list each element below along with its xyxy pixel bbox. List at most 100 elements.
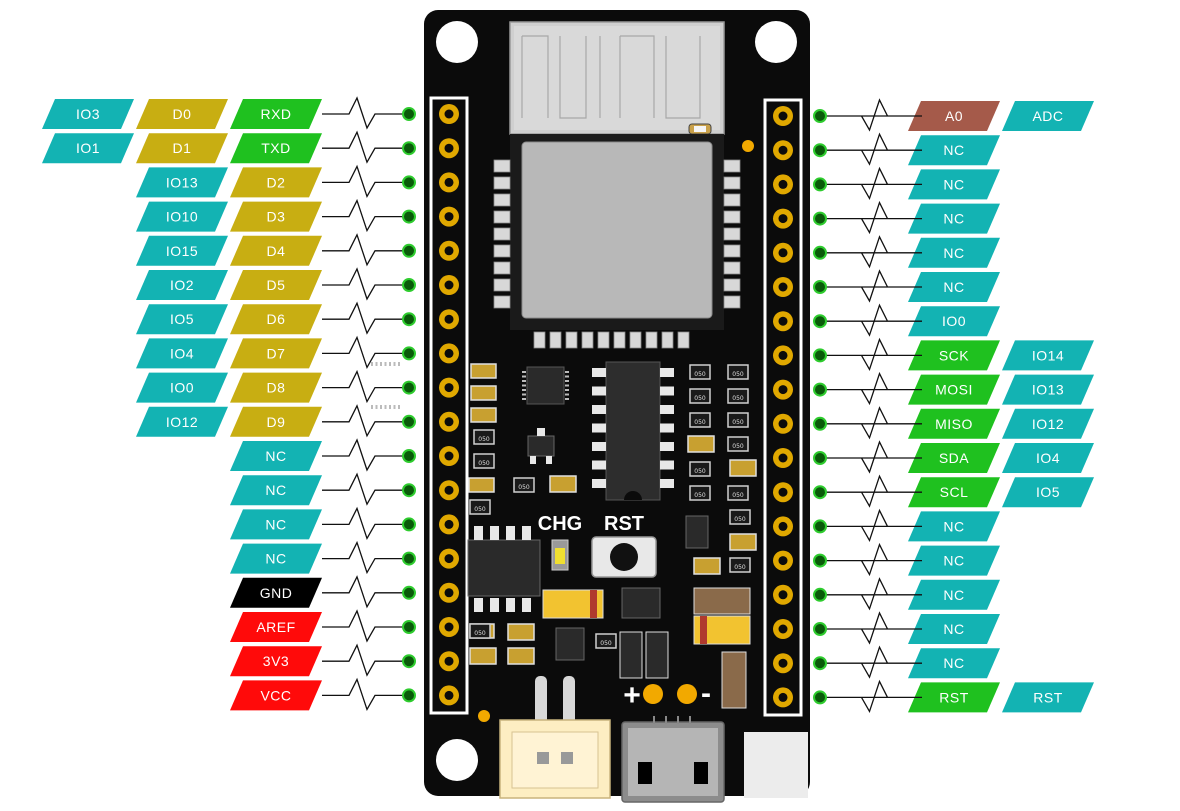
- module-pin-bottom-5: [597, 331, 610, 349]
- right-pin-10-label-1-shape: [908, 408, 1000, 439]
- right-header-hole-2: [778, 145, 788, 155]
- svg-text:050: 050: [694, 395, 706, 402]
- svg-text:050: 050: [478, 436, 490, 443]
- right-pin-6-dot: [813, 280, 827, 294]
- left-pin-15-wire: [322, 575, 404, 609]
- regulator-pin: [506, 598, 515, 612]
- left-pin-5-label-2: D4: [230, 235, 322, 266]
- right-pin-16-dot: [813, 622, 827, 636]
- left-pin-8-label-1-text: IO4: [170, 345, 194, 361]
- left-header-hole-18: [444, 690, 454, 700]
- left-pin-1-wire: [322, 96, 404, 130]
- module-pin-left-8: [493, 278, 511, 292]
- right-pin-13-label-1: NC: [908, 511, 1000, 542]
- module-pin-left-1: [493, 159, 511, 173]
- right-header-hole-14: [778, 556, 788, 566]
- left-header-hole-8: [444, 348, 454, 358]
- left-pin-2-label-1-text: IO1: [76, 140, 100, 156]
- right-header-hole-11: [778, 453, 788, 463]
- right-pin-2-label-1-text: NC: [943, 142, 964, 158]
- right-pin-11-label-2-shape: [1002, 443, 1094, 473]
- right-pin-18-dot: [813, 690, 827, 705]
- svg-text:050: 050: [732, 443, 744, 450]
- qfn-pin: [398, 405, 400, 409]
- left-pin-11-label-1: NC: [230, 441, 322, 471]
- left-pin-9-label-1-text: IO0: [170, 380, 194, 396]
- left-header-hole-7: [444, 314, 454, 324]
- left-header-hole-13: [444, 519, 454, 529]
- left-header-hole-3: [444, 177, 454, 187]
- left-pin-9-label-2-shape: [230, 372, 322, 403]
- left-pin-5-dot: [402, 243, 416, 258]
- module-pin-bottom-4: [581, 331, 594, 349]
- left-pin-1-label-3-shape: [230, 99, 322, 129]
- left-pin-12-wire: [322, 472, 404, 506]
- right-pin-3-label-1-shape: [908, 169, 1000, 200]
- left-pin-11-label-1-shape: [230, 441, 322, 471]
- qfn-pin: [375, 362, 378, 366]
- resistor-12: 050: [689, 461, 711, 477]
- right-pin-7-dot: [813, 314, 827, 329]
- soic-pin-right-6: [660, 460, 674, 470]
- mounting-hole-top-right: [755, 21, 797, 63]
- left-pin-8-label-2-text: D7: [267, 345, 286, 361]
- soic-pin-left-1: [592, 368, 606, 377]
- esp-shield-can: [521, 141, 713, 319]
- qfn-pin: [522, 384, 526, 387]
- right-pin-4-label-1-shape: [908, 203, 1000, 234]
- right-header-hole-13: [778, 521, 788, 531]
- qfn-pin: [380, 362, 382, 366]
- module-pin-left-6: [493, 244, 511, 258]
- module-pin-right-2: [723, 176, 741, 190]
- right-pin-15-label-1: NC: [908, 579, 1000, 610]
- right-pin-11-label-2: IO4: [1002, 443, 1094, 473]
- left-pin-6-wire: [322, 267, 404, 301]
- resistor-5: 050: [689, 364, 711, 380]
- right-pin-11-label-2-text: IO4: [1036, 450, 1060, 466]
- soic-pins: [592, 368, 674, 488]
- chg-label: CHG: [538, 513, 582, 535]
- left-header-hole-16: [444, 622, 454, 632]
- voltage-regulator: [467, 539, 541, 597]
- right-pin-4-dot: [813, 211, 827, 226]
- right-pin-16-label-1-text: NC: [943, 621, 964, 637]
- soic-pin-left-5: [592, 442, 606, 451]
- qfn-pin: [565, 389, 569, 391]
- right-pin-18-label-1: RST: [908, 682, 1000, 713]
- right-header-hole-8: [778, 350, 788, 360]
- capacitor-large: [693, 587, 751, 615]
- left-pin-6-dot: [402, 278, 416, 292]
- right-pin-4-wire: [825, 200, 922, 235]
- svg-text:050: 050: [732, 419, 744, 426]
- right-pin-13-label-1-text: NC: [943, 518, 964, 534]
- resistor-11: 050: [727, 436, 749, 452]
- left-header-hole-4: [444, 212, 454, 222]
- svg-text:050: 050: [732, 371, 744, 378]
- left-pin-18-label-1-shape: [230, 680, 322, 711]
- right-pin-13-wire: [825, 508, 922, 542]
- left-pin-17-dot: [402, 654, 416, 669]
- left-pin-10-label-2: D9: [230, 406, 322, 437]
- resistor-14: 050: [727, 485, 749, 501]
- qfn-pin: [522, 371, 526, 373]
- right-pin-6-label-1-text: NC: [943, 279, 964, 295]
- capacitor-9: [693, 557, 721, 575]
- usb-uart-chip: [526, 366, 565, 405]
- fuse-1: [619, 631, 643, 679]
- capacitor-8: [729, 533, 757, 551]
- svg-text:050: 050: [694, 371, 706, 378]
- reset-button-cap[interactable]: [610, 543, 638, 571]
- right-pin-1-label-2-text: ADC: [1032, 108, 1063, 124]
- left-pin-4-label-1: IO10: [136, 201, 228, 232]
- left-pin-14-wire: [322, 540, 404, 575]
- svg-text:050: 050: [474, 506, 486, 513]
- left-header-hole-17: [444, 656, 454, 666]
- left-pin-6-label-1-shape: [136, 270, 228, 300]
- right-pin-3-wire: [825, 166, 922, 200]
- right-pin-12-label-1: SCL: [908, 477, 1000, 508]
- left-header-hole-5: [444, 246, 454, 256]
- resistor-6: 050: [727, 364, 749, 380]
- regulator-pin: [522, 526, 531, 540]
